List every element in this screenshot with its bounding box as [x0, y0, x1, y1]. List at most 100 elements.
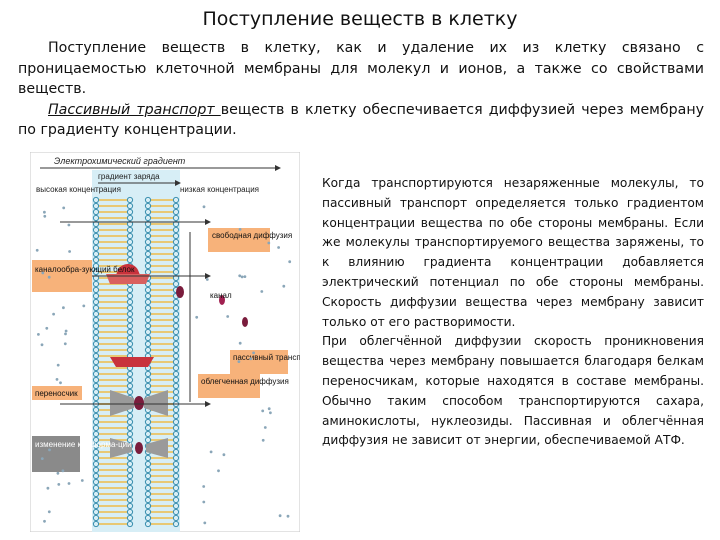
lipid-tail	[98, 385, 128, 387]
lipid-head	[144, 382, 152, 390]
ion-dot	[37, 333, 40, 336]
lipid-head	[172, 448, 180, 456]
lipid-tail	[98, 433, 128, 435]
lipid-tail	[150, 517, 174, 519]
lipid-head	[144, 472, 152, 480]
lipid-head	[172, 460, 180, 468]
lipid-head	[126, 202, 134, 210]
lipid-head	[172, 310, 180, 318]
lipid-tail	[150, 427, 174, 429]
lipid-tail	[150, 307, 174, 309]
lipid-head	[172, 214, 180, 222]
lipid-head	[172, 340, 180, 348]
ion-dot	[52, 312, 55, 316]
lipid-head	[126, 520, 134, 528]
charge-gradient-label: градиент заряда	[98, 172, 160, 181]
lipid-head	[92, 298, 100, 306]
ion-dot	[63, 342, 67, 346]
lipid-tail	[150, 271, 174, 273]
lipid-tail	[98, 205, 128, 207]
lipid-tail	[150, 241, 174, 243]
lipid-tail	[150, 463, 174, 465]
lipid-head	[172, 238, 180, 246]
lipid-head	[144, 412, 152, 420]
ion-dot	[226, 315, 230, 318]
lipid-tail	[98, 271, 128, 273]
lipid-head	[92, 352, 100, 360]
lipid-tail	[150, 523, 174, 525]
lipid-head	[126, 484, 134, 492]
transported-molecule-2	[135, 442, 143, 454]
lipid-head	[172, 268, 180, 276]
lipid-head	[144, 334, 152, 342]
lipid-tail	[98, 427, 128, 429]
lipid-head	[126, 514, 134, 522]
lipid-head	[144, 508, 152, 516]
ion-dot	[263, 426, 267, 429]
lipid-tail	[150, 499, 174, 501]
ion-dot	[202, 205, 206, 209]
lipid-head	[172, 418, 180, 426]
ion-dot	[67, 482, 71, 485]
lipid-head	[172, 412, 180, 420]
lipid-tail	[150, 223, 174, 225]
ion-dot	[243, 275, 247, 278]
ion-dot	[46, 486, 50, 490]
lipid-head	[144, 256, 152, 264]
lipid-tail	[98, 247, 128, 249]
lipid-tail	[150, 457, 174, 459]
lipid-head	[92, 448, 100, 456]
lipid-head	[144, 502, 152, 510]
lipid-tail	[150, 283, 174, 285]
lipid-head	[144, 520, 152, 528]
page-title: Поступление веществ в клетку	[202, 8, 518, 30]
lipid-head	[92, 376, 100, 384]
lipid-head	[92, 238, 100, 246]
lipid-tail	[150, 505, 174, 507]
ion-dot	[48, 448, 51, 452]
lipid-head	[172, 220, 180, 228]
passive-transport-label: пассивный транспорт	[233, 353, 300, 362]
lipid-head	[172, 502, 180, 510]
lipid-tail	[98, 505, 128, 507]
ion-dot	[40, 343, 44, 347]
lipid-head	[92, 232, 100, 240]
lipid-head	[172, 430, 180, 438]
lipid-head	[126, 418, 134, 426]
lipid-head	[144, 424, 152, 432]
lipid-head	[92, 346, 100, 354]
lipid-head	[92, 472, 100, 480]
carrier-left	[110, 390, 134, 416]
lipid-tail	[98, 289, 128, 291]
ion-dot	[222, 453, 226, 457]
lipid-tail	[150, 331, 174, 333]
ion-dot	[43, 214, 47, 218]
ion-dot	[238, 341, 242, 345]
lipid-head	[92, 496, 100, 504]
ion-dot	[82, 304, 86, 308]
lipid-tail	[150, 289, 174, 291]
lipid-head	[144, 316, 152, 324]
ion-dot	[249, 357, 253, 361]
lipid-head	[92, 220, 100, 228]
lipid-head	[92, 208, 100, 216]
lipid-head	[172, 472, 180, 480]
facilitated-diffusion-box	[198, 374, 260, 398]
ions	[35, 205, 292, 525]
lipid-tail	[98, 301, 128, 303]
lipid-head	[92, 274, 100, 282]
lipid-tail	[150, 253, 174, 255]
passive-transport-term: Пассивный транспорт	[48, 101, 221, 118]
ion-dot	[56, 363, 60, 367]
lipid-tail	[98, 331, 128, 333]
lipid-head	[144, 250, 152, 258]
lipid-head	[144, 304, 152, 312]
lipid-head	[92, 454, 100, 462]
lipid-tail	[98, 253, 128, 255]
lipid-tail	[98, 325, 128, 327]
lipid-head	[126, 382, 134, 390]
channel-protein-label: каналообра-зующий белок	[35, 265, 135, 274]
lipid-head	[126, 286, 134, 294]
lipid-tail	[150, 379, 174, 381]
lipid-head	[172, 364, 180, 372]
